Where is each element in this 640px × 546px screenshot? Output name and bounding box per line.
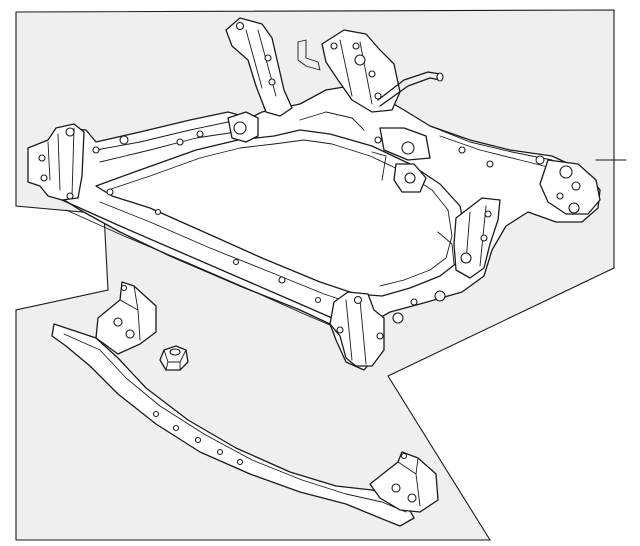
front-subframe-crossmember: [27, 17, 601, 371]
mounting-nut: [159, 345, 189, 371]
front-lower-brace: [51, 281, 439, 527]
